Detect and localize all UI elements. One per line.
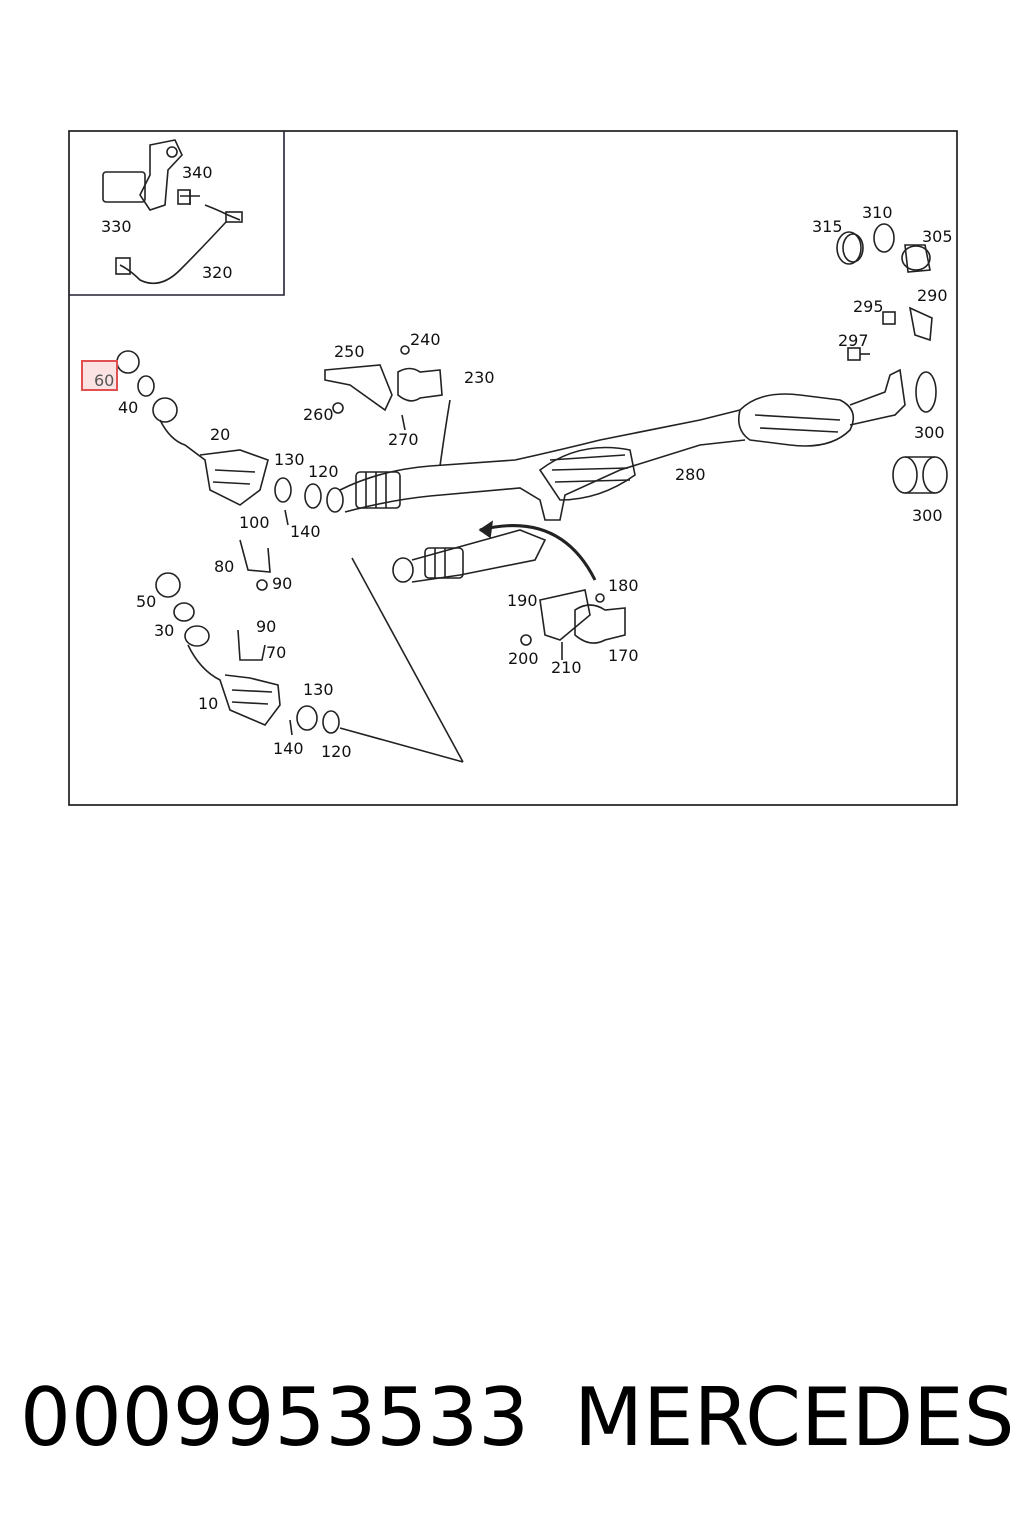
- part-label: 280: [675, 465, 706, 484]
- part-label: 310: [862, 203, 893, 222]
- part-label: 270: [388, 430, 419, 449]
- bracket-190: [520, 589, 626, 660]
- front-converter-20: [116, 350, 344, 526]
- inset-labels: 340 330 320: [101, 163, 233, 282]
- part-label: 170: [608, 646, 639, 665]
- part-label: 140: [273, 739, 304, 758]
- part-label: 297: [838, 331, 869, 350]
- part-label: 210: [551, 658, 582, 677]
- part-label: 330: [101, 217, 132, 236]
- rear-catalytic-converter: [737, 368, 948, 494]
- part-label: 190: [507, 591, 538, 610]
- part-label: 320: [202, 263, 233, 282]
- part-label: 120: [308, 462, 339, 481]
- part-label: 140: [290, 522, 321, 541]
- part-label: 230: [464, 368, 495, 387]
- part-label: 260: [303, 405, 334, 424]
- part-label: 130: [274, 450, 305, 469]
- part-label: 295: [853, 297, 884, 316]
- part-label: 250: [334, 342, 365, 361]
- part-label: 315: [812, 217, 843, 236]
- bracket-250: [324, 345, 443, 431]
- inset-frame: [69, 131, 285, 296]
- part-label: 120: [321, 742, 352, 761]
- part-label: 80: [214, 557, 234, 576]
- highlighted-part-label: 60: [94, 371, 114, 390]
- part-label: 240: [410, 330, 441, 349]
- part-label: 300: [912, 506, 943, 525]
- part-label: 180: [608, 576, 639, 595]
- arrow-line: [479, 524, 597, 581]
- part-label: 305: [922, 227, 953, 246]
- part-label: 40: [118, 398, 138, 417]
- part-label: 90: [256, 617, 276, 636]
- part-label: 70: [266, 643, 286, 662]
- part-label: 300: [914, 423, 945, 442]
- part-label: 130: [303, 680, 334, 699]
- part-labels: 315 310 305 295 290 297 300 300 250 240 …: [94, 203, 953, 761]
- part-label: 200: [508, 649, 539, 668]
- part-label: 30: [154, 621, 174, 640]
- clamp-parts-top-right: [836, 223, 933, 361]
- part-label: 290: [917, 286, 948, 305]
- front-converter-10: [155, 539, 340, 736]
- exhaust-parts-diagram: 340 330 320 315 310 305 295 290 297 300 …: [68, 130, 958, 806]
- second-converter: [392, 529, 547, 583]
- callout-lines: [339, 557, 464, 763]
- part-label: 100: [239, 513, 270, 532]
- part-label: 10: [198, 694, 218, 713]
- part-label: 50: [136, 592, 156, 611]
- diagram-frame: [68, 130, 958, 806]
- main-exhaust-pipe: [339, 399, 746, 521]
- part-label: 90: [272, 574, 292, 593]
- part-label: 340: [182, 163, 213, 182]
- brand-name: MERCEDES: [574, 1371, 1015, 1464]
- part-label: 20: [210, 425, 230, 444]
- highlight-box-60: [81, 360, 118, 391]
- part-number: 0009953533: [20, 1371, 529, 1464]
- oxygen-sensor-drawing: [102, 139, 243, 285]
